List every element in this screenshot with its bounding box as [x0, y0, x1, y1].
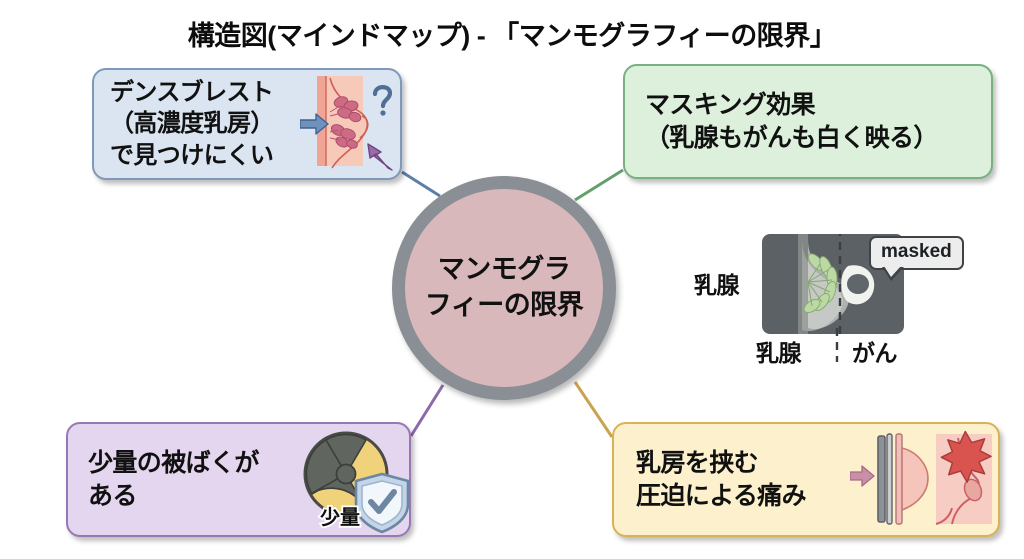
branch-radiation-dose-label: 少量の被ばくが ある [88, 449, 259, 510]
pink-arrow-icon [850, 465, 875, 487]
divider-dash-extension [835, 328, 839, 362]
radiation-caption: 少量 [320, 506, 360, 529]
blue-arrow-icon [300, 113, 329, 135]
branch-dense-breast-label: デンスブレスト （高濃度乳房） で見つけにくい [110, 79, 274, 169]
center-node-label: マンモグラ フィーの限界 [424, 254, 584, 320]
branch-masking-effect-label: マスキング効果 （乳腺もがんも白く映る） [645, 91, 938, 152]
center-node[interactable]: マンモグラ フィーの限界 [392, 176, 616, 400]
page-title: 構造図(マインドマップ) - 「マンモグラフィーの限界」 [187, 21, 837, 51]
compression-paddles [877, 433, 903, 525]
compression-pain-illustration [850, 430, 992, 525]
masked-callout-bubble: masked [869, 236, 964, 281]
shield-check-icon [354, 472, 410, 534]
masking-label-bottom-right: がん [852, 340, 898, 366]
radiation-shield-illustration: 少量 [303, 431, 410, 534]
masking-label-left: 乳腺 [694, 272, 740, 298]
masking-diagram: 乳腺 乳腺 がん masked [694, 228, 986, 368]
branch-masking-effect[interactable]: マスキング効果 （乳腺もがんも白く映る） [623, 64, 993, 179]
masking-label-bottom-left: 乳腺 [756, 340, 802, 366]
breast-density-illustration [300, 76, 393, 171]
purple-arrow-icon [367, 143, 393, 171]
question-mark-icon [372, 85, 393, 109]
pain-burst-icon [940, 430, 992, 483]
mammogram-thumbnail [762, 234, 904, 334]
branch-compression-pain-label: 乳房を挟む 圧迫による痛み [636, 449, 807, 510]
branch-compression-pain[interactable]: 乳房を挟む 圧迫による痛み [612, 422, 1000, 537]
